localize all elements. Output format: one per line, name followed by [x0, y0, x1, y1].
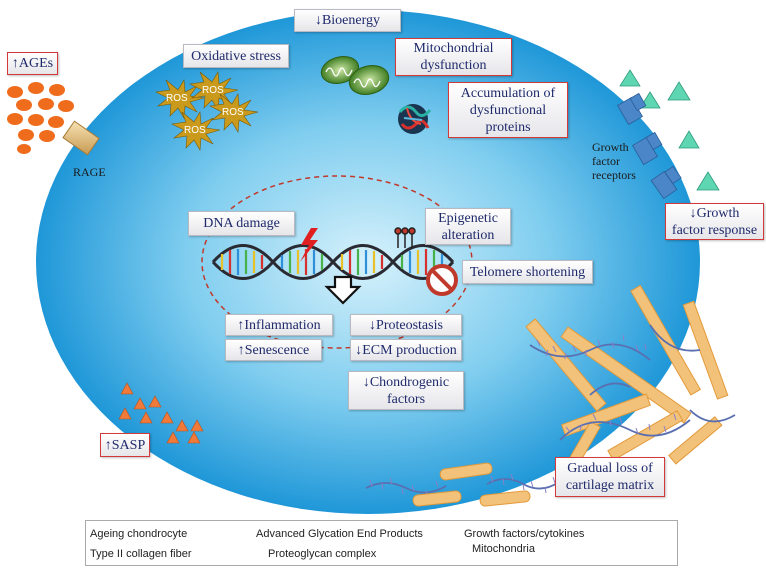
legend-ageing-chondrocyte: Ageing chondrocyte	[90, 528, 188, 540]
senescence-label: ↑Senescence	[225, 339, 322, 361]
cartilage-matrix-loss-label: Gradual loss of cartilage matrix	[555, 457, 665, 497]
telomere-no-sign-icon	[426, 264, 458, 296]
legend-collagen: Type II collagen fiber	[90, 548, 192, 560]
growth-factor-receptors	[617, 92, 682, 200]
rage-label: RAGE	[73, 165, 106, 179]
legend-ages: Advanced Glycation End Products	[256, 528, 423, 540]
sasp-particles	[118, 382, 204, 444]
collagen-fibers	[525, 284, 729, 480]
oxidative-stress-label: Oxidative stress	[183, 44, 289, 68]
ros-cluster	[155, 71, 259, 151]
mitochondrion-1-cristae	[325, 67, 353, 77]
methylation-marks	[394, 227, 416, 248]
proteoglycan-bristles	[369, 334, 677, 498]
ages-particles	[7, 82, 74, 154]
ros-label-3: ROS	[222, 107, 244, 118]
dysfunctional-proteins-label: Accumulation of dysfunctional proteins	[448, 82, 568, 138]
mitochondrial-dysfunction-label: Mitochondrial dysfunction	[395, 38, 512, 76]
growth-factor-receptors-label: Growth factor receptors	[592, 140, 636, 182]
legend-growth-factors: Growth factors/cytokines	[464, 528, 585, 540]
mitochondrion-2-cristae	[353, 78, 381, 88]
proteostasis-label: ↓Proteostasis	[350, 314, 462, 336]
dna-damage-label: DNA damage	[188, 211, 295, 236]
rage-receptor	[62, 120, 100, 156]
ages-label: ↑AGEs	[7, 52, 58, 75]
ros-star-3	[209, 93, 259, 133]
mitochondria-pair	[320, 56, 390, 95]
growth-factor-triangles	[619, 69, 720, 191]
inflammation-label: ↑Inflammation	[225, 314, 333, 336]
ecm-production-label: ↓ECM production	[350, 339, 462, 361]
legend-mitochondria: Mitochondria	[472, 543, 535, 555]
legend-proteoglycan: Proteoglycan complex	[268, 548, 377, 560]
dysfunctional-protein-aggregate	[398, 104, 432, 134]
growth-factor-response-label: ↓Growth factor response	[665, 203, 764, 240]
telomere-shortening-label: Telomere shortening	[462, 260, 593, 284]
chondrogenic-factors-label: ↓Chondrogenic factors	[348, 371, 464, 410]
ros-label-4: ROS	[184, 125, 206, 136]
bioenergy-label: ↓Bioenergy	[294, 9, 401, 32]
sasp-label: ↑SASP	[100, 433, 150, 457]
dna-helix	[211, 244, 455, 280]
lightning-bolt-icon	[300, 228, 318, 262]
ros-star-4	[171, 111, 221, 151]
ros-label-2: ROS	[202, 85, 224, 96]
ros-label-1: ROS	[166, 93, 188, 104]
down-arrow-icon	[324, 275, 362, 305]
legend: Ageing chondrocyte Advanced Glycation En…	[85, 520, 678, 566]
epigenetic-alteration-label: Epigenetic alteration	[425, 208, 511, 245]
bottom-collagen-fibers	[412, 462, 531, 507]
